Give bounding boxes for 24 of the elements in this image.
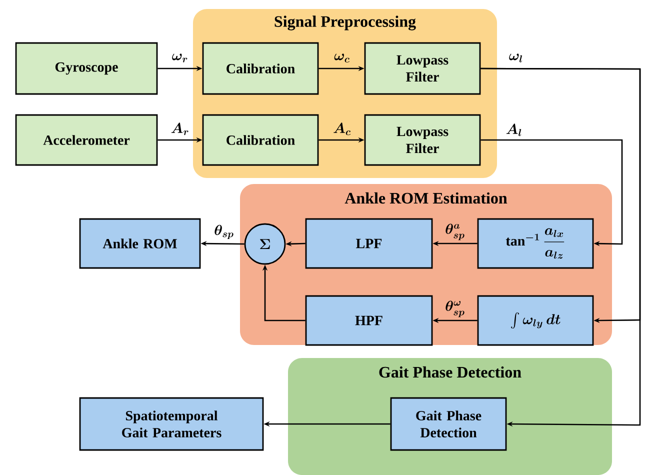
process-box: Ankle ROM <box>79 218 201 269</box>
process-box: Gyroscope <box>15 42 158 95</box>
process-box: Gait Phase Detection <box>390 397 507 451</box>
process-box: $\tan^{-1}\dfrac{a_{lx}}{a_{lz}}$ <box>477 218 594 269</box>
edge-label: $\omega_l$ <box>509 54 522 62</box>
edge-label: $A_l$ <box>506 124 522 136</box>
arrow <box>480 139 623 246</box>
process-box: LPF <box>305 218 433 269</box>
edge-label: $\omega_c$ <box>334 54 350 62</box>
edge-label: $A_r$ <box>171 122 188 136</box>
edge-label: $A_c$ <box>334 122 351 136</box>
process-box: Calibration <box>202 114 319 166</box>
edge-label: $\theta_{sp}^{\omega}$ <box>446 300 464 318</box>
edge-label: $\theta_{sp}^{a}$ <box>446 224 464 240</box>
edge-label: $\omega_r$ <box>172 54 188 62</box>
arrow <box>480 68 641 427</box>
process-box: Lowpass Filter <box>364 42 481 95</box>
process-box: $\int \omega_{ly}\, dt$ <box>477 295 594 346</box>
edge-label: $\theta_{sp}$ <box>214 224 234 240</box>
process-box: HPF <box>305 295 433 346</box>
process-box: Spatiotemporal Gait Parameters <box>79 397 264 451</box>
process-box: Accelerometer <box>15 114 158 166</box>
process-box: Lowpass Filter <box>364 114 481 166</box>
process-box: Calibration <box>202 42 319 95</box>
